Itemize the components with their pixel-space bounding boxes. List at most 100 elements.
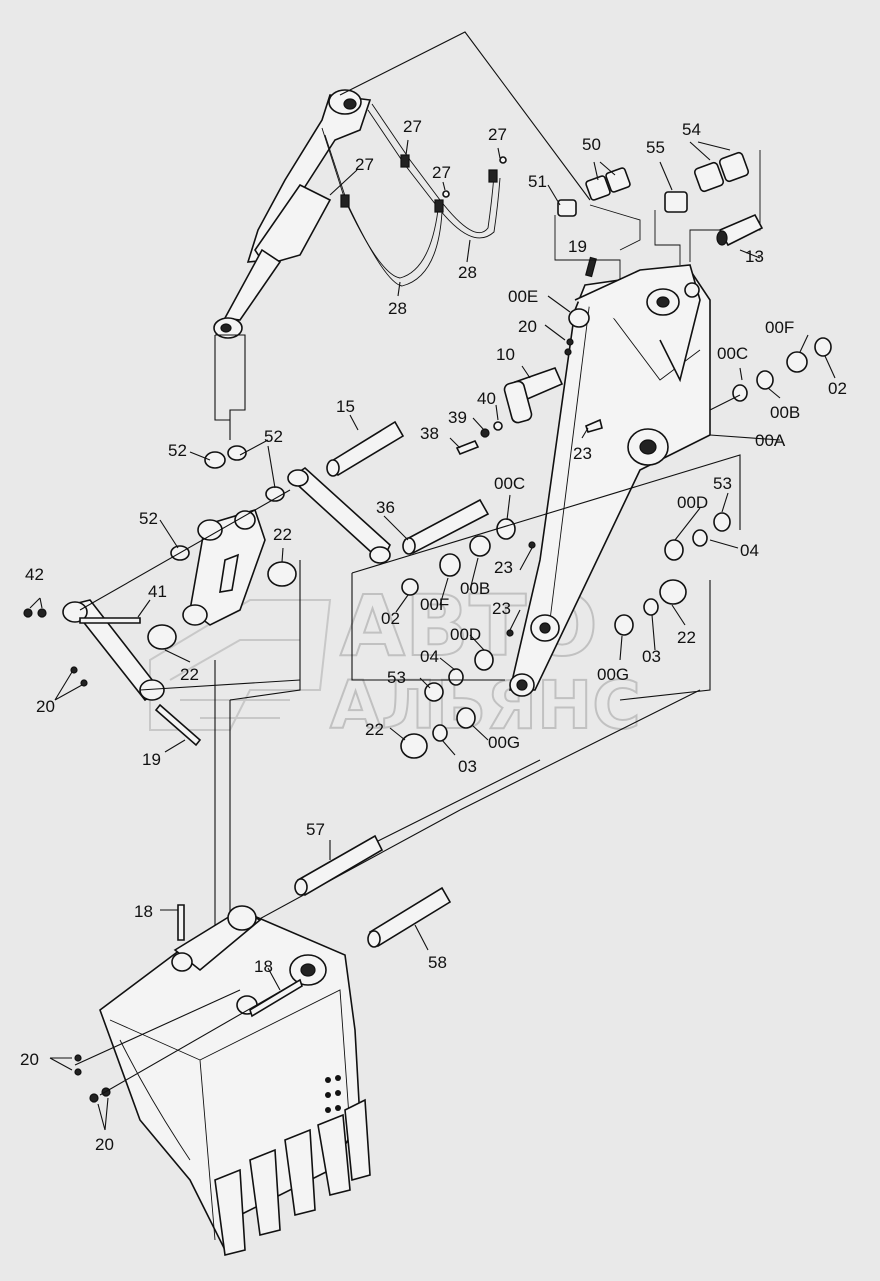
bolt-19 <box>585 256 597 278</box>
label-50: 50 <box>582 135 601 154</box>
label-57: 57 <box>306 820 325 839</box>
label-52: 52 <box>264 427 283 446</box>
label-18: 18 <box>134 902 153 921</box>
label-00C: 00C <box>494 474 525 493</box>
label-19: 19 <box>568 237 587 256</box>
label-53: 53 <box>387 668 406 687</box>
label-28: 28 <box>388 299 407 318</box>
label-leaders <box>29 139 836 1131</box>
shim-50 <box>605 167 631 193</box>
pin-13 <box>716 213 764 247</box>
bucket-link <box>182 509 266 626</box>
label-38: 38 <box>420 424 439 443</box>
hose-fitting <box>488 169 498 183</box>
seals-top <box>709 337 832 411</box>
part-labels: 27 27 27 27 28 28 51 50 55 54 19 13 00E … <box>20 117 847 1154</box>
label-39: 39 <box>448 408 467 427</box>
label-00F: 00F <box>765 318 794 337</box>
bolt-18 <box>177 904 185 941</box>
label-53: 53 <box>713 474 732 493</box>
label-58: 58 <box>428 953 447 972</box>
leader-frames <box>79 31 741 936</box>
hose-fitting <box>400 154 410 168</box>
label-42: 42 <box>25 565 44 584</box>
label-36: 36 <box>376 498 395 517</box>
shim-54 <box>693 161 725 193</box>
bucket-teeth <box>214 1098 371 1256</box>
pin-57 <box>294 834 384 897</box>
o-ring <box>442 190 450 198</box>
label-22: 22 <box>365 720 384 739</box>
shim-50 <box>585 175 611 201</box>
shim-54 <box>718 151 750 183</box>
shim-55 <box>664 191 688 213</box>
hose-fitting <box>434 199 444 213</box>
label-10: 10 <box>496 345 515 364</box>
seals-mid <box>147 418 731 759</box>
side-link <box>23 599 202 747</box>
label-13: 13 <box>745 247 764 266</box>
hydraulic-cylinder <box>213 89 372 339</box>
label-00G: 00G <box>597 665 629 684</box>
label-00B: 00B <box>770 403 800 422</box>
label-20: 20 <box>95 1135 114 1154</box>
label-03: 03 <box>458 757 477 776</box>
label-18: 18 <box>254 957 273 976</box>
label-00D: 00D <box>677 493 708 512</box>
label-27: 27 <box>488 125 507 144</box>
watermark-logo <box>149 599 332 731</box>
watermark-line2: АЛЬЯНС <box>330 667 641 744</box>
label-52: 52 <box>168 441 187 460</box>
bucket <box>74 904 371 1256</box>
label-22: 22 <box>273 525 292 544</box>
label-00D: 00D <box>450 625 481 644</box>
arm-body <box>508 256 711 697</box>
label-28: 28 <box>458 263 477 282</box>
label-23: 23 <box>573 444 592 463</box>
shims <box>554 150 761 280</box>
pin-15 <box>326 420 405 477</box>
label-41: 41 <box>148 582 167 601</box>
label-04: 04 <box>740 541 759 560</box>
hose-fitting <box>340 194 350 208</box>
label-15: 15 <box>336 397 355 416</box>
label-00A: 00A <box>755 431 786 450</box>
label-03: 03 <box>642 647 661 666</box>
shim-51 <box>557 199 577 217</box>
label-20: 20 <box>36 697 55 716</box>
label-51: 51 <box>528 172 547 191</box>
label-19: 19 <box>142 750 161 769</box>
nut-20 <box>566 338 574 346</box>
label-00B: 00B <box>460 579 490 598</box>
label-27: 27 <box>432 163 451 182</box>
label-04: 04 <box>420 647 439 666</box>
guide-link <box>287 466 391 564</box>
label-22: 22 <box>180 665 199 684</box>
bushing-00E <box>568 308 590 328</box>
label-02: 02 <box>828 379 847 398</box>
label-02: 02 <box>381 609 400 628</box>
label-27: 27 <box>355 155 374 174</box>
label-23: 23 <box>492 599 511 618</box>
label-00E: 00E <box>508 287 538 306</box>
label-55: 55 <box>646 138 665 157</box>
label-00F: 00F <box>420 595 449 614</box>
label-00C: 00C <box>717 344 748 363</box>
label-40: 40 <box>477 389 496 408</box>
label-00G: 00G <box>488 733 520 752</box>
label-52: 52 <box>139 509 158 528</box>
pin-36 <box>402 498 490 555</box>
label-54: 54 <box>682 120 701 139</box>
nut-20 <box>564 348 572 356</box>
label-23: 23 <box>494 558 513 577</box>
o-ring <box>499 156 507 164</box>
pin-10-assembly <box>455 366 564 456</box>
label-27: 27 <box>403 117 422 136</box>
label-20: 20 <box>518 317 537 336</box>
pin-58 <box>367 886 452 948</box>
hydraulic-hoses <box>321 103 507 287</box>
label-20: 20 <box>20 1050 39 1069</box>
label-22: 22 <box>677 628 696 647</box>
